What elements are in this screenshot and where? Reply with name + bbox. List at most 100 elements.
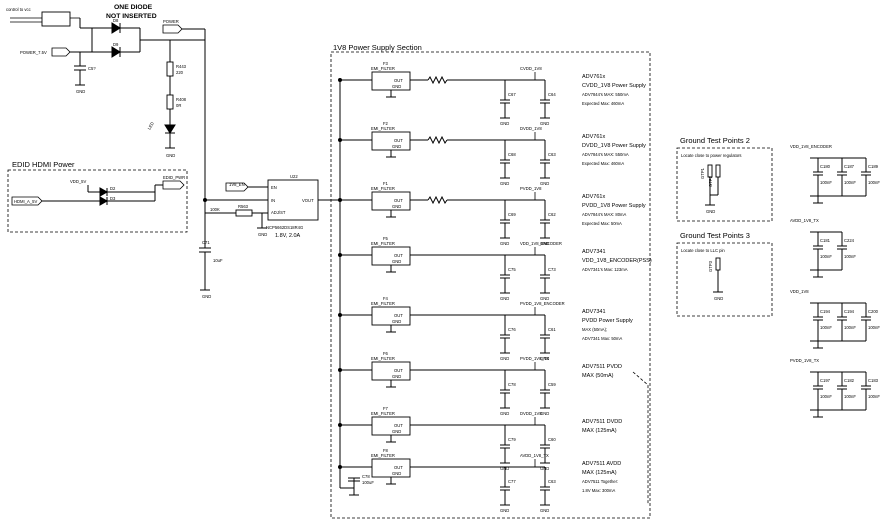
reg-ref: U22 <box>290 174 298 179</box>
supply-description-line: Expected Max: 50mA <box>582 221 622 226</box>
gtp3-title: Ground Test Points 3 <box>680 231 750 240</box>
supply-description-line: ADV7341 Max: 50mA <box>582 336 622 341</box>
supply-description-line: ADV7511 Together: <box>582 479 618 484</box>
gtp3-gnd: GND <box>714 296 723 301</box>
filter-gnd-pin: GND <box>392 259 401 264</box>
right-cap-ref: C194 <box>844 309 855 314</box>
resistor-r443 <box>166 61 174 77</box>
decoupling-cap-ref: C79 <box>508 437 516 442</box>
right-cap-ref: C183 <box>868 378 879 383</box>
section-box <box>330 51 651 519</box>
emi-filter-6 <box>371 416 411 436</box>
filter-name: EMI_FILTER <box>371 186 395 191</box>
supply-description-line: ADV7341 <box>582 309 606 315</box>
rail-net-label: PVDD_1V8_TX <box>520 356 549 361</box>
decoupling-cap-ref: C75 <box>508 267 516 272</box>
cap-c5-ref: C5? <box>88 66 96 71</box>
reg-cap: C71 <box>202 240 210 245</box>
d9-ref: D9 <box>113 42 119 47</box>
rail-net-label: VDD_1V8_ENCODER <box>520 241 562 246</box>
right-cap-net: VDD_1V8_ENCODER <box>790 144 832 149</box>
hdmi-5v-port <box>11 196 43 206</box>
edid-title: EDID HDMI Power <box>12 160 75 169</box>
right-cap-val: 100nF <box>868 180 880 185</box>
reg-rating: 1.8V, 2.0A <box>275 233 301 239</box>
cap-gnd-label: GND <box>500 356 509 361</box>
supply-description-line: MAX (125mA) <box>582 470 617 476</box>
emi-filter-2 <box>371 191 411 211</box>
reg-part: NCP5662DS18R4G <box>266 225 303 230</box>
diode-d9-icon <box>111 46 121 58</box>
supply-description-line: ADV7341's Max: 123mA <box>582 267 628 272</box>
cap-gnd-label: GND <box>500 296 509 301</box>
right-cap-ref: C180 <box>820 164 831 169</box>
power-net-port <box>162 24 183 34</box>
r563-ref: R563 <box>238 204 249 209</box>
filter-ref: F1 <box>383 181 389 186</box>
cap-gnd-label: GND <box>540 411 549 416</box>
right-cap-ref: C182 <box>844 378 855 383</box>
filter-ref: F8 <box>383 448 389 453</box>
diode-d8-icon <box>111 22 121 34</box>
cap-gnd-label: GND <box>500 508 509 513</box>
supply-description-line: ADV7844's MAX: 550mA <box>582 152 629 157</box>
decoupling-cap-ref: C67 <box>508 92 516 97</box>
filter-ref: F3 <box>383 61 389 66</box>
cap-gnd-label: GND <box>500 121 509 126</box>
test-point-gtp3 <box>715 257 721 271</box>
filter-out-pin: OUT <box>394 465 403 470</box>
emi-filter-7 <box>371 458 411 478</box>
filter-name: EMI_FILTER <box>371 301 395 306</box>
rail-net-label: DVDD_1V8 <box>520 126 542 131</box>
emi-filter-5 <box>371 361 411 381</box>
right-cap-val: 100nF <box>844 394 856 399</box>
filter-gnd-pin: GND <box>392 204 401 209</box>
right-cap-ref: C181 <box>820 238 831 243</box>
right-cap-val: 100nF <box>820 394 832 399</box>
bulk-cap-val: 100uF <box>362 480 374 485</box>
regulator-area: 1V8_EN U22 EN IN ADJ/ST VOUT NCP5662DS18… <box>199 174 340 299</box>
control-label: control to vcc <box>6 7 31 12</box>
supply-description-line: PVDD Power Supply <box>582 318 633 324</box>
ferrite-resistor <box>427 135 448 145</box>
edid-out: EDID_PWR <box>163 175 185 180</box>
supply-description-line: MAX (125mA) <box>582 428 617 434</box>
right-cap-net: VDD_1V8 <box>790 289 809 294</box>
ground-test-points-3: Ground Test Points 3 Locate close to LLC… <box>676 231 773 317</box>
rail-net-label: DVDD_1V8 <box>520 411 542 416</box>
cap-gnd-label: GND <box>540 181 549 186</box>
rail-net-label: CVDD_1V8 <box>520 66 542 71</box>
filter-ref: F5 <box>383 236 389 241</box>
supply-description-line: ADV761x <box>582 74 605 80</box>
gtp3-box <box>676 242 773 317</box>
decoupling-cap-ref: C73 <box>548 267 556 272</box>
decoupling-cap-ref: C64 <box>548 92 556 97</box>
filter-gnd-pin: GND <box>392 471 401 476</box>
led-icon <box>164 124 176 134</box>
filter-out-pin: OUT <box>394 78 403 83</box>
supply-description-line: Expected Max: 460mA <box>582 161 624 166</box>
supply-description-line: ADV7844's MAX: 80mA <box>582 212 627 217</box>
filter-ref: F6 <box>383 351 389 356</box>
input-connector <box>41 11 71 27</box>
filter-out-pin: OUT <box>394 313 403 318</box>
edid-d2-ref: D2 <box>110 186 116 191</box>
adv7511-bracket <box>632 371 649 505</box>
filter-ref: F2 <box>383 121 389 126</box>
right-cap-net: PVDD_1V8_TX <box>790 358 819 363</box>
emi-filter-3 <box>371 246 411 266</box>
supply-description-line: MAX (50mA) <box>582 373 614 379</box>
filter-out-pin: OUT <box>394 138 403 143</box>
supply-description-line: Expected Max: 460mA <box>582 101 624 106</box>
diode-d3-icon <box>99 196 109 206</box>
decoupling-cap-ref: C63 <box>548 152 556 157</box>
right-cap-ref: C194 <box>820 309 831 314</box>
supply-description-line: PVDD_1V8 Power Supply <box>582 203 646 209</box>
cap-gnd-label: GND <box>500 241 509 246</box>
filter-name: EMI_FILTER <box>371 126 395 131</box>
supply-description-line: ADV7844's MAX: 550mA <box>582 92 629 97</box>
right-cap-val: 100nF <box>844 325 856 330</box>
gtp3-tp: GTP3 <box>708 260 713 272</box>
right-cap-ref: C200 <box>868 309 879 314</box>
